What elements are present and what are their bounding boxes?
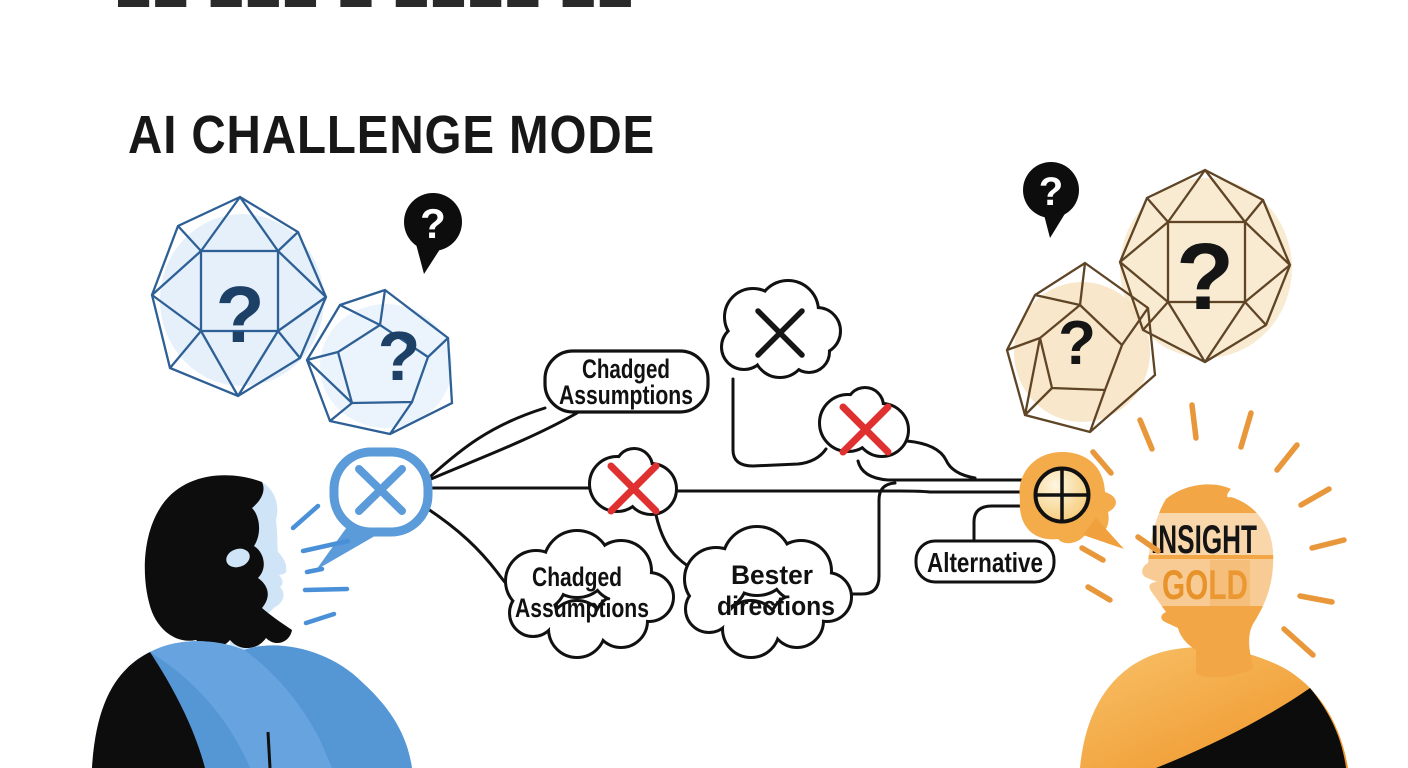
rejected-idea-cloud-right bbox=[818, 386, 910, 458]
flow-connectors bbox=[423, 377, 1044, 596]
insight-target bbox=[1019, 452, 1124, 549]
left-thinker-ear bbox=[226, 548, 250, 568]
changed-assumptions-box: Chadged Assumptions bbox=[543, 349, 710, 414]
rejected-idea-cloud-center bbox=[588, 447, 678, 516]
page-title: AI CHALLENGE MODE bbox=[128, 105, 656, 165]
question-bubble-right: ? bbox=[1023, 162, 1079, 238]
alternative-label: Alternative bbox=[927, 547, 1043, 578]
gold-label: GOLD bbox=[1162, 561, 1248, 608]
left-thinker-jacket bbox=[92, 652, 205, 768]
question-bubble-left: ? bbox=[404, 193, 462, 274]
better-directions-cloud: Bester directions bbox=[683, 525, 853, 659]
question-mark-icon: ? bbox=[420, 200, 446, 247]
challenge-bubble bbox=[316, 447, 433, 570]
cropped-top-text-fragment: ██ ███ █ ████ ██ ███ ██ █ ███ bbox=[118, 0, 643, 7]
right-thinker-sash bbox=[1156, 688, 1346, 768]
target-plus-icon bbox=[1035, 468, 1089, 522]
idea-polyhedron-right-small bbox=[1005, 261, 1157, 434]
cloud-label-line1: Chadged bbox=[532, 562, 622, 592]
speech-burst-lines bbox=[290, 503, 351, 626]
cloud-label-line2: directions bbox=[717, 591, 835, 621]
box-label-line2: Assumptions bbox=[559, 380, 693, 410]
polyhedra-glow-blobs bbox=[160, 178, 1292, 428]
x-mark-icon bbox=[839, 403, 892, 456]
left-thinker-shirt-highlight bbox=[150, 641, 332, 768]
radiance-lines bbox=[1079, 402, 1347, 658]
cloud-label-line1: Bester bbox=[731, 560, 813, 590]
left-thinker bbox=[92, 475, 412, 768]
changed-assumptions-cloud: Chadged Assumptions bbox=[504, 529, 675, 659]
idea-polyhedron-left-large bbox=[150, 195, 328, 398]
x-mark-icon bbox=[355, 465, 406, 515]
x-mark-icon bbox=[755, 308, 805, 358]
idea-polyhedron-left-small bbox=[305, 288, 454, 436]
question-mark-left-small: ? bbox=[378, 317, 421, 395]
alternative-box: Alternative bbox=[914, 539, 1056, 584]
cropped-top-text: ██ ███ █ ████ ██ ███ ██ █ ███ bbox=[118, 0, 643, 7]
left-thinker-hair bbox=[144, 475, 292, 649]
rejected-idea-cloud-top bbox=[720, 279, 842, 379]
question-mark-left-large: ? bbox=[216, 270, 265, 359]
box-label-line1: Chadged bbox=[582, 354, 670, 384]
insight-label: INSIGHT bbox=[1151, 518, 1257, 562]
cloud-label-line2: Assumptions bbox=[515, 593, 649, 623]
question-mark-right-small: ? bbox=[1058, 309, 1096, 378]
right-thinker: INSIGHT GOLD bbox=[1079, 402, 1348, 768]
x-mark-icon bbox=[607, 462, 660, 515]
question-mark-icon: ? bbox=[1039, 170, 1063, 214]
question-mark-right-large: ? bbox=[1176, 224, 1234, 330]
idea-polyhedron-right-large bbox=[1118, 168, 1292, 364]
